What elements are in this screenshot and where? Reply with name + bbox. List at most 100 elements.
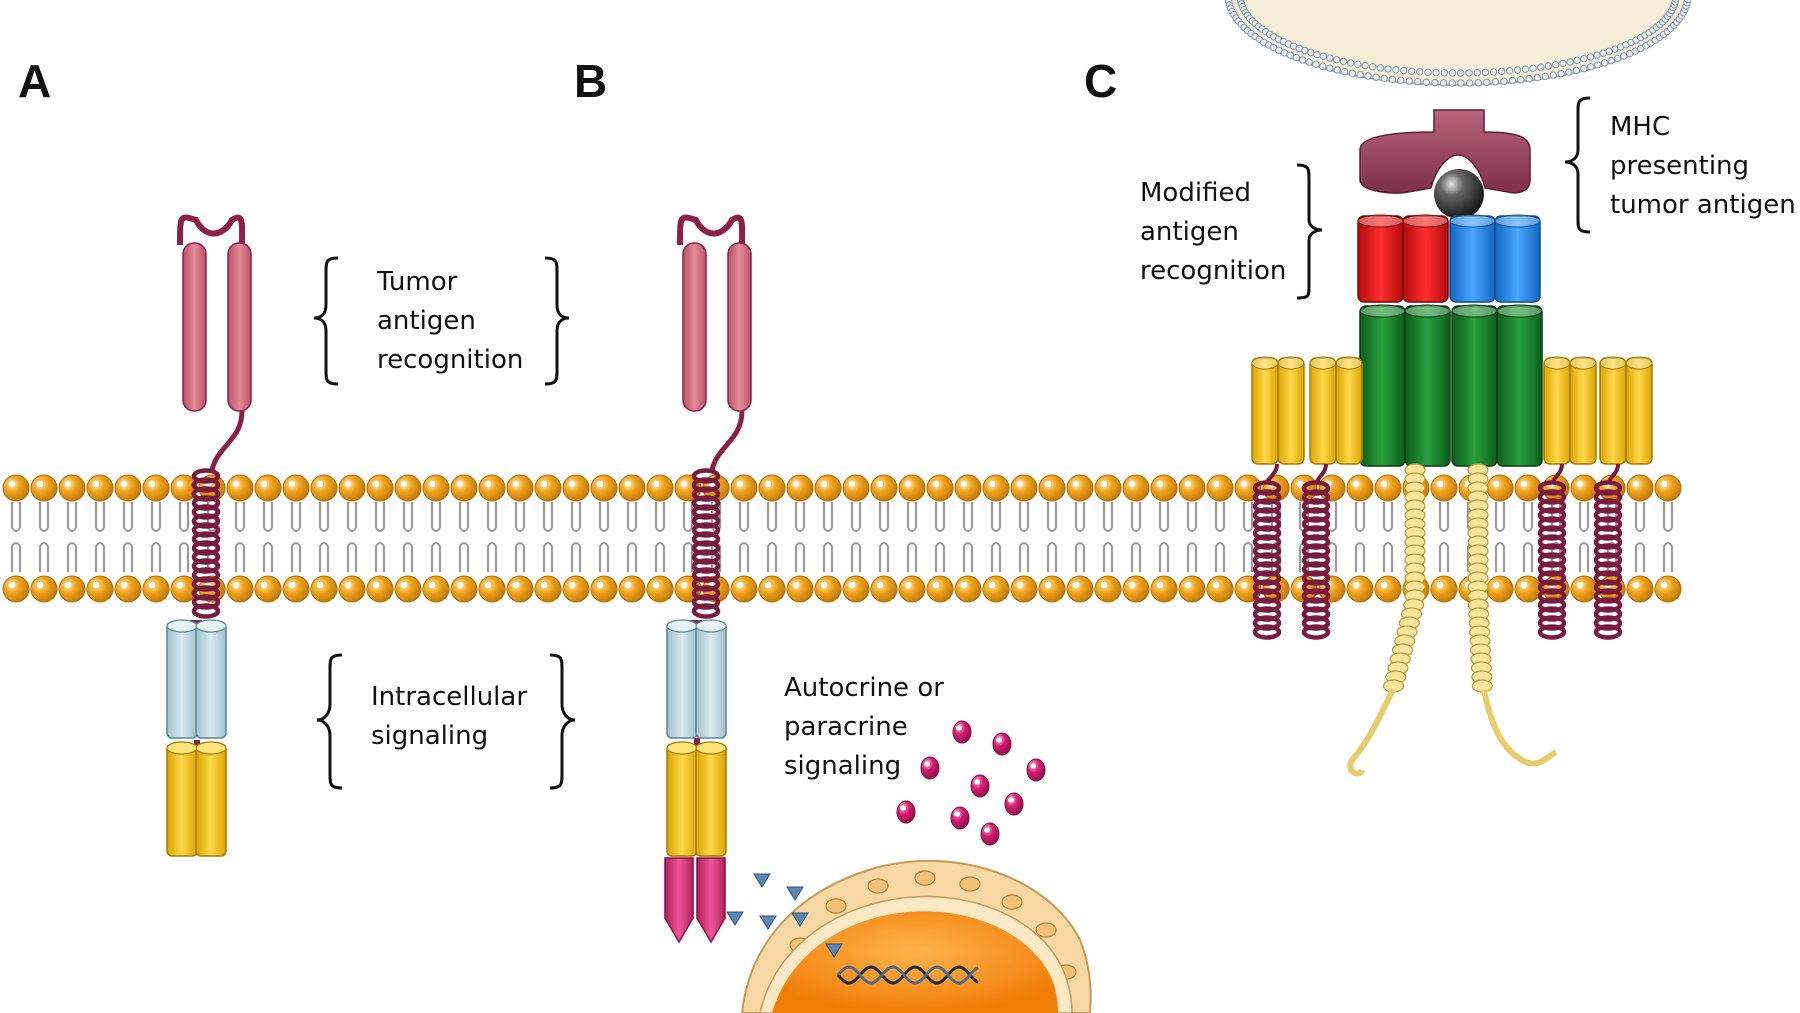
membrane-bead	[1354, 60, 1362, 69]
signaling-domain-right	[695, 743, 727, 857]
lipid-highlight	[540, 480, 548, 488]
tcr-beta-cap	[1449, 214, 1496, 228]
lipid-head	[254, 575, 282, 603]
tcr-alpha-left	[1357, 215, 1404, 303]
lipid-tail	[1438, 546, 1450, 572]
cd3-epsilon-left	[1359, 305, 1406, 467]
membrane-bead	[1565, 68, 1573, 76]
lipid-highlight	[232, 480, 240, 488]
lipid-highlight	[1660, 480, 1668, 488]
lipid-tail	[1327, 527, 1337, 532]
lipid-tail	[487, 527, 497, 532]
lipid-tail	[739, 527, 749, 532]
cytokine-domain-left	[664, 857, 694, 944]
lipid-tail	[1019, 527, 1029, 532]
lipid-highlight	[680, 480, 688, 488]
lipid-tail	[823, 542, 833, 547]
lipid-tail	[570, 502, 582, 528]
dna-strand	[836, 965, 979, 985]
cd3-delta-cap	[1451, 304, 1498, 318]
lipid-highlight	[1436, 581, 1444, 589]
lipid-tail	[1074, 546, 1086, 572]
lipid-highlight	[988, 480, 996, 488]
lipid-tail	[262, 502, 274, 528]
lipid-head	[562, 575, 590, 603]
nuclear-pore	[959, 876, 981, 892]
lipid-head	[2, 474, 30, 502]
lipid-head	[954, 474, 982, 502]
lipid-head	[58, 474, 86, 502]
lipid-highlight	[1016, 581, 1024, 589]
lipid-head	[422, 575, 450, 603]
lipid-tail	[878, 502, 890, 528]
lipid-tail	[1550, 546, 1562, 572]
lipid-highlight	[568, 480, 576, 488]
lipid-head	[814, 474, 842, 502]
tcr-complex	[1251, 214, 1653, 777]
membrane-bead	[1537, 63, 1545, 71]
lipid-highlight	[512, 480, 520, 488]
lipid-head	[282, 474, 310, 502]
lipid-head	[506, 474, 534, 502]
lipid-tail	[879, 527, 889, 532]
cytokine-highlight	[954, 811, 960, 817]
lipid-tail	[11, 527, 21, 532]
membrane-bead	[1474, 79, 1482, 87]
lipid-head	[170, 575, 198, 603]
lipid-tail	[1522, 502, 1534, 528]
membrane-bead	[1573, 56, 1581, 64]
lipid-tail	[1494, 502, 1506, 528]
lipid-highlight	[1184, 581, 1192, 589]
membrane-bead	[1313, 50, 1321, 59]
membrane-bead	[1333, 66, 1341, 74]
membrane-bead	[1422, 78, 1431, 86]
nuclear-pore	[867, 878, 889, 894]
lipid-tail	[1663, 542, 1673, 547]
cytokine-particles	[896, 720, 1046, 846]
lipid-head	[842, 575, 870, 603]
lipid-tail	[1523, 527, 1533, 532]
lipid-head	[254, 474, 282, 502]
antigen-binding-loop	[677, 214, 746, 246]
lipid-tail	[1243, 542, 1253, 547]
lipid-head	[1150, 474, 1178, 502]
cd3-epsilon-right	[1404, 305, 1451, 467]
lipid-tail	[738, 502, 750, 528]
lipid-tail	[515, 527, 525, 532]
lipid-tail	[1298, 502, 1310, 528]
lipid-head	[142, 474, 170, 502]
cd3-delta-right	[1496, 305, 1543, 467]
lipid-tail	[1131, 542, 1141, 547]
lipid-tail	[1075, 527, 1085, 532]
lipid-tail	[514, 546, 526, 572]
signaling-domain-left	[666, 743, 698, 857]
lipid-head	[422, 474, 450, 502]
lipid-tail	[39, 527, 49, 532]
membrane-bead	[1505, 67, 1514, 75]
helix-turn	[1252, 624, 1282, 640]
lipid-head	[534, 474, 562, 502]
lipid-head	[338, 575, 366, 603]
lipid-tail	[1159, 542, 1169, 547]
lipid-tail	[1130, 546, 1142, 572]
membrane-bead	[1414, 77, 1422, 86]
membrane-bead	[1448, 69, 1457, 77]
lipid-highlight	[288, 480, 296, 488]
lipid-tail	[10, 502, 22, 528]
lipid-tail	[850, 546, 862, 572]
lipid-head	[1262, 474, 1290, 502]
cd3-gamma-right2-left	[1599, 357, 1627, 465]
panel-label-c: C	[1084, 55, 1118, 107]
lipid-highlight	[176, 581, 184, 589]
label-autocrine-paracrine: Autocrine or paracrine signaling	[784, 673, 944, 781]
lipid-tail	[1131, 527, 1141, 532]
lipid-head	[1206, 575, 1234, 603]
lipid-head	[926, 474, 954, 502]
lipid-tail	[10, 546, 22, 572]
membrane-bead	[1307, 48, 1315, 57]
lipid-head	[1570, 474, 1598, 502]
lipid-head	[1066, 575, 1094, 603]
lipid-head	[2, 575, 30, 603]
lipid-tail	[1130, 502, 1142, 528]
lipid-tail	[486, 546, 498, 572]
